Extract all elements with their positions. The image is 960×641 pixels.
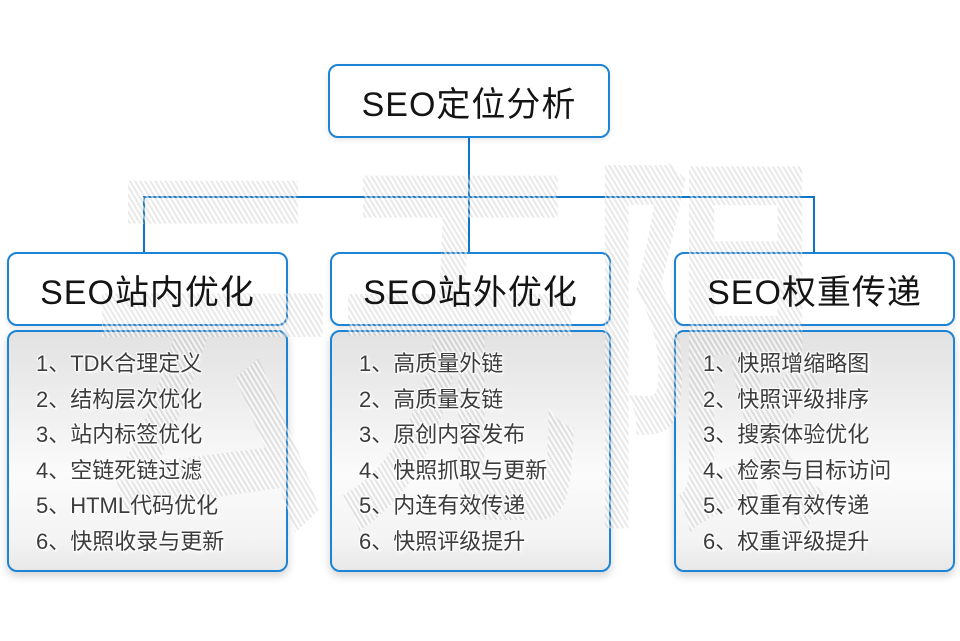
- connector-drop-left: [143, 196, 145, 253]
- column-header-weight: SEO权重传递: [674, 252, 955, 326]
- list-item: 3、站内标签优化: [36, 422, 203, 447]
- list-item: 5、内连有效传递: [359, 493, 526, 518]
- list-item: 4、空链死链过滤: [36, 457, 203, 483]
- list-item: 1、快照增缩略图: [703, 351, 870, 376]
- connector-drop-middle: [468, 196, 470, 253]
- list-item: 3、原创内容发布: [359, 422, 526, 447]
- column-header-label: SEO站外优化: [363, 273, 578, 312]
- column-header-onsite: SEO站内优化: [7, 252, 288, 326]
- column-header-label: SEO权重传递: [707, 273, 922, 312]
- list-item: 4、快照抓取与更新: [359, 457, 548, 483]
- list-item: 1、高质量外链: [359, 351, 504, 376]
- connector-drop-right: [813, 196, 815, 253]
- root-node-label: SEO定位分析: [361, 85, 577, 124]
- list-item: 2、高质量友链: [359, 386, 504, 412]
- list-item: 6、权重评级提升: [703, 528, 870, 554]
- list-item: 2、结构层次优化: [36, 386, 203, 412]
- list-item: 6、快照评级提升: [359, 528, 526, 554]
- list-item: 4、检索与目标访问: [703, 457, 892, 483]
- list-item: 6、快照收录与更新: [36, 528, 225, 554]
- list-item: 2、快照评级排序: [703, 386, 870, 412]
- list-item: 5、权重有效传递: [703, 493, 870, 518]
- column-panel-weight: 1、快照增缩略图 2、快照评级排序 3、搜索体验优化 4、检索与目标访问 5、权…: [674, 330, 955, 572]
- connector-root-stem: [468, 138, 470, 197]
- column-header-offsite: SEO站外优化: [330, 252, 611, 326]
- root-node: SEO定位分析: [328, 64, 610, 138]
- column-panel-onsite: 1、TDK合理定义 2、结构层次优化 3、站内标签优化 4、空链死链过滤 5、H…: [7, 330, 288, 572]
- column-header-label: SEO站内优化: [40, 273, 255, 312]
- list-item: 3、搜索体验优化: [703, 422, 870, 447]
- connector-horizontal: [143, 196, 815, 198]
- list-item: 1、TDK合理定义: [36, 351, 203, 376]
- list-item: 5、HTML代码优化: [36, 493, 219, 518]
- column-panel-offsite: 1、高质量外链 2、高质量友链 3、原创内容发布 4、快照抓取与更新 5、内连有…: [330, 330, 611, 572]
